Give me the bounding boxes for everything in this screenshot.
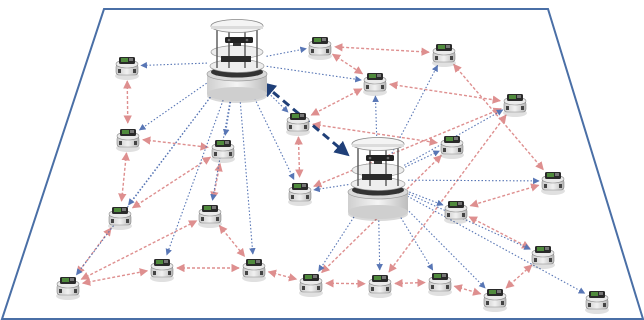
follower-robot-U (483, 289, 507, 312)
follower-robot-T (428, 273, 452, 296)
follower-robot-J (286, 113, 310, 136)
peer-link-P-Q (325, 279, 366, 288)
leader-follower-link-L1-H (75, 85, 220, 276)
peer-link-D-R (453, 63, 544, 171)
follower-robot-A (115, 57, 139, 80)
leader-follower-link-L2-U (398, 200, 486, 289)
follower-robot-C (116, 129, 140, 152)
peer-link-A-C (123, 80, 132, 124)
peer-link-B-E (331, 53, 364, 75)
peer-link-C-F (118, 152, 130, 202)
peer-link-U-V (505, 264, 533, 289)
leader-follower-link-L2-D (391, 64, 439, 154)
peer-link-S-V (468, 216, 531, 249)
peer-link-D-B (334, 43, 430, 56)
peer-link-C-G (142, 136, 209, 151)
leader-follower-link-L1-I (165, 90, 228, 256)
leader-follower-link-L1-A (140, 61, 208, 69)
leader-follower-link-L2-P (318, 204, 363, 272)
follower-robot-G (211, 140, 235, 163)
leader-follower-link-L1-C (138, 78, 213, 131)
follower-robot-B (308, 37, 332, 60)
follower-robot-group (56, 37, 609, 314)
follower-robot-Q (368, 275, 392, 298)
follower-robot-P (299, 274, 323, 297)
follower-robot-W (585, 291, 609, 314)
leader-follower-link-L2-R (407, 177, 540, 185)
follower-robot-L (242, 259, 266, 282)
peer-link-T-U (453, 284, 482, 296)
leader-follower-link-L1-K (210, 91, 233, 201)
leader-follower-link-L2-N (313, 184, 349, 193)
leader-follower-link-L2-W (404, 193, 586, 294)
leader-follower-link-L2-O (404, 150, 440, 168)
leader-robot-L1 (206, 19, 268, 103)
leader-follower-link-L2-S (405, 190, 444, 206)
follower-robot-H (56, 277, 80, 300)
follower-robot-I (150, 259, 174, 282)
follower-robot-N (288, 183, 312, 206)
follower-robot-E (363, 73, 387, 96)
leader-follower-link-L1-L (238, 91, 256, 255)
peer-link-R-S (469, 183, 540, 208)
follower-robot-O (440, 136, 464, 159)
peer-link-F-G (131, 156, 212, 209)
follower-robot-D (432, 44, 456, 67)
leader-follower-link-L2-Q (376, 209, 383, 271)
follower-robot-K (198, 205, 222, 228)
follower-robot-R (541, 172, 565, 195)
follower-robot-M (503, 94, 527, 117)
peer-link-K-L (218, 224, 246, 258)
peer-link-H-K (80, 220, 198, 280)
peer-link-Q-T (394, 278, 426, 288)
follower-robot-S (444, 201, 468, 224)
peer-link-G-K (210, 162, 223, 201)
leader-robot-group (206, 19, 409, 221)
follower-robot-F (108, 207, 132, 230)
follower-robot-V (531, 246, 555, 269)
leader-robot-L2 (347, 137, 409, 221)
